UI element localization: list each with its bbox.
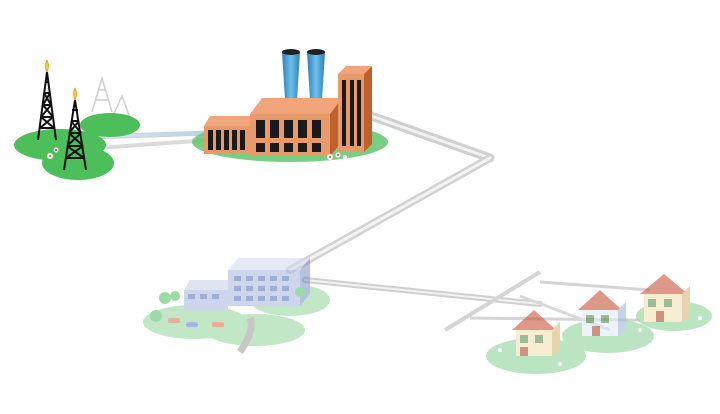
residential-district-node: [486, 274, 712, 374]
power-plant-node: [192, 49, 388, 162]
gas-wells-node: [14, 59, 140, 180]
pipe-residential-grid-b: [539, 280, 651, 292]
flower-icon: [327, 152, 347, 160]
car-icon: [168, 318, 224, 327]
flower-icon: [498, 316, 702, 366]
distant-derrick-icon: [91, 75, 131, 119]
smokestack-icon: [307, 52, 325, 100]
road: [237, 316, 255, 354]
flame-icon: [45, 59, 49, 73]
commercial-district-node: [143, 258, 330, 354]
smokestack-icon: [282, 52, 300, 100]
house-icon: [640, 274, 690, 322]
office-building-icon: [184, 258, 310, 310]
flame-icon: [73, 87, 77, 101]
house-icon: [512, 310, 560, 356]
factory-icon: [204, 66, 372, 156]
tree-icon: [150, 287, 305, 322]
flower-icon: [47, 147, 59, 159]
pipe-residential-grid-a: [443, 270, 542, 332]
house-icon: [578, 290, 626, 336]
